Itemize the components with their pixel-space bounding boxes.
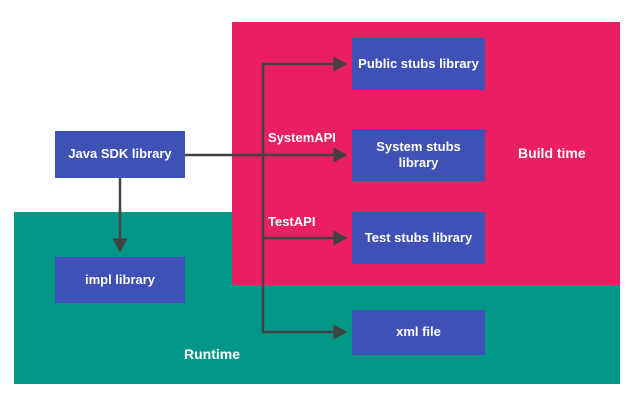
edge-label-testapi: TestAPI bbox=[268, 214, 316, 229]
node-test-stubs-library: Test stubs library bbox=[352, 212, 485, 264]
node-label: impl library bbox=[84, 271, 156, 287]
node-xml-file: xml file bbox=[352, 310, 485, 355]
node-java-sdk-library: Java SDK library bbox=[55, 131, 185, 178]
node-label: Test stubs library bbox=[364, 229, 473, 245]
node-public-stubs-library: Public stubs library bbox=[352, 38, 485, 90]
node-system-stubs-library: System stubs library bbox=[352, 129, 485, 181]
edge-label-systemapi: SystemAPI bbox=[268, 130, 336, 145]
node-impl-library: impl library bbox=[55, 257, 185, 303]
node-label: Java SDK library bbox=[68, 146, 172, 162]
node-label: xml file bbox=[396, 324, 441, 340]
node-label: System stubs library bbox=[376, 138, 461, 170]
runtime-label: Runtime bbox=[184, 346, 240, 362]
node-label: Public stubs library bbox=[358, 55, 479, 71]
build-time-label: Build time bbox=[518, 145, 586, 161]
